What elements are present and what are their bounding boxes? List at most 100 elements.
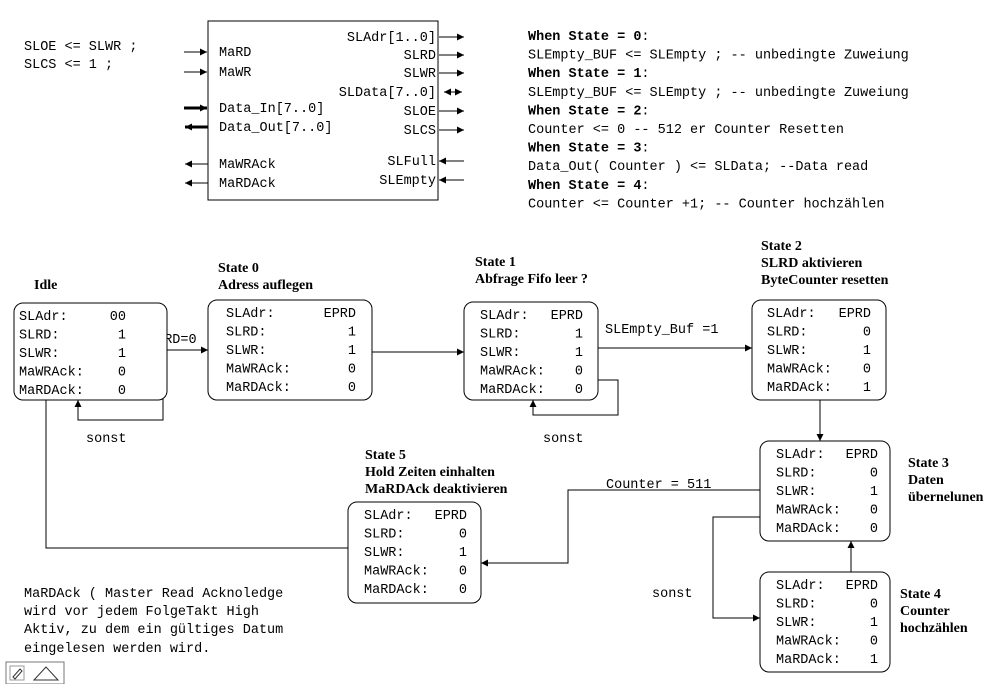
state-field-value: 1 xyxy=(348,344,356,359)
state-field-label: SLRD: xyxy=(19,329,60,344)
block-pin-right: SLFull xyxy=(387,155,436,170)
state-field-value: EPRD xyxy=(839,307,871,322)
state-field-value: 00 xyxy=(110,310,126,325)
state-field-label: MaWRAck: xyxy=(776,504,841,519)
state-title: State 3 xyxy=(908,456,949,471)
code-line: SLEmpty_BUF <= SLEmpty ; -- unbedingte Z… xyxy=(528,49,909,64)
state-field-value: 0 xyxy=(870,467,878,482)
state-field-label: SLRD: xyxy=(364,528,405,543)
code-line: When State = 4: xyxy=(528,179,650,194)
code-line: When State = 1: xyxy=(528,67,650,82)
state-field-label: SLWR: xyxy=(19,347,60,362)
block-pin-right: SLCS xyxy=(404,124,436,139)
interface-block: MaRDMaWRData_In[7..0]Data_Out[7..0]MaWRA… xyxy=(184,20,464,201)
state-field-value: 0 xyxy=(870,522,878,537)
state-field-label: SLRD: xyxy=(776,598,817,613)
block-pin-left: Data_Out[7..0] xyxy=(219,121,332,136)
state-field-value: 0 xyxy=(575,383,583,398)
block-pin-left: MaRD xyxy=(219,46,251,61)
state-field-label: MaRDAck: xyxy=(19,384,84,399)
state-field-value: 0 xyxy=(348,363,356,378)
state-field-label: SLAdr: xyxy=(776,579,825,594)
state-field-value: EPRD xyxy=(551,309,583,324)
state-field-label: SLRD: xyxy=(480,328,521,343)
block-pin-left: MaWRAck xyxy=(219,158,276,173)
state-field-label: MaRDAck: xyxy=(767,381,832,396)
state-field-value: 0 xyxy=(459,583,467,598)
state-title: State 2 xyxy=(761,239,802,254)
state-field-value: 1 xyxy=(118,329,126,344)
label-s3-sonst: sonst xyxy=(652,587,693,602)
state-field-label: SLAdr: xyxy=(19,310,68,325)
pen-icon[interactable] xyxy=(9,665,25,681)
state-title: Daten xyxy=(908,473,944,488)
state-field-value: EPRD xyxy=(324,307,356,322)
state-field-value: 1 xyxy=(575,346,583,361)
block-pin-left: MaRDAck xyxy=(219,177,276,192)
state-field-label: SLWR: xyxy=(767,344,808,359)
state-s4: State 4CounterhochzählenSLAdr:EPRDSLRD:0… xyxy=(759,571,968,673)
code-line: Counter <= 0 -- 512 er Counter Resetten xyxy=(528,123,844,138)
label-slempty-buf: SLEmpty_Buf =1 xyxy=(605,323,718,338)
state-field-value: 1 xyxy=(863,381,871,396)
state-title: Adress auflegen xyxy=(218,278,313,293)
code-line: Data_Out( Counter ) <= SLData; --Data re… xyxy=(528,160,868,175)
state-field-label: MaWRAck: xyxy=(480,365,545,380)
triangle-shape-icon[interactable] xyxy=(32,666,60,681)
assignment-slcs: SLCS <= 1 ; xyxy=(24,58,113,73)
state-field-value: 1 xyxy=(118,347,126,362)
state-title: State 0 xyxy=(218,261,259,276)
state-title: SLRD aktivieren xyxy=(761,256,862,271)
arrow-s3-to-s5 xyxy=(481,489,760,567)
state-field-label: SLWR: xyxy=(364,546,405,561)
state-field-value: EPRD xyxy=(846,448,878,463)
code-line: When State = 0: xyxy=(528,30,650,45)
state-field-label: SLWR: xyxy=(776,616,817,631)
state-title: übernelunen xyxy=(908,490,984,505)
drawing-toolbar[interactable] xyxy=(5,661,65,684)
note-line: eingelesen werden wird. xyxy=(24,642,210,657)
state-field-label: SLWR: xyxy=(226,344,267,359)
state-idle: IdleSLAdr:00SLRD:1SLWR:1MaWRAck:0MaRDAck… xyxy=(13,278,168,401)
note-line: Aktiv, zu dem ein gültiges Datum xyxy=(24,623,283,638)
block-pin-right: SLEmpty xyxy=(379,174,436,189)
state-title: State 5 xyxy=(365,448,406,463)
state-field-value: 0 xyxy=(870,635,878,650)
code-line: When State = 2: xyxy=(528,104,650,119)
label-counter-511: Counter = 511 xyxy=(606,478,711,493)
state-field-label: MaRDAck: xyxy=(364,583,429,598)
state-field-value: 0 xyxy=(118,366,126,381)
state-field-label: SLAdr: xyxy=(226,307,275,322)
state-field-value: 0 xyxy=(575,365,583,380)
label-s1-sonst: sonst xyxy=(543,432,584,447)
assignment-sloe: SLOE <= SLWR ; xyxy=(24,40,137,55)
code-line: When State = 3: xyxy=(528,142,650,157)
state-field-label: MaWRAck: xyxy=(776,635,841,650)
state-field-value: EPRD xyxy=(435,509,467,524)
state-field-label: SLAdr: xyxy=(480,309,529,324)
state-field-value: 1 xyxy=(863,344,871,359)
arrow-s1-self xyxy=(529,379,619,416)
state-field-value: 0 xyxy=(459,565,467,580)
state-s3: State 3DatenübernelunenSLAdr:EPRDSLRD:0S… xyxy=(759,440,984,542)
state-field-value: 1 xyxy=(870,653,878,668)
state-field-label: SLRD: xyxy=(767,326,808,341)
label-idle-sonst: sonst xyxy=(86,432,127,447)
state-title: Abfrage Fifo leer ? xyxy=(475,272,588,287)
code-line: Counter <= Counter +1; -- Counter hochzä… xyxy=(528,197,884,212)
state-field-value: 0 xyxy=(870,598,878,613)
state-field-value: 0 xyxy=(459,528,467,543)
state-field-value: 0 xyxy=(348,381,356,396)
state-field-label: MaRDAck: xyxy=(226,381,291,396)
state-field-value: 1 xyxy=(348,326,356,341)
block-pin-right: SLOE xyxy=(404,105,436,120)
state-field-label: MaRDAck: xyxy=(776,653,841,668)
state-field-label: MaWRAck: xyxy=(364,565,429,580)
state-field-label: MaRDAck: xyxy=(776,522,841,537)
arrow-s5-to-idle xyxy=(42,388,348,549)
state-field-label: SLAdr: xyxy=(767,307,816,322)
state-title: Hold Zeiten einhalten xyxy=(365,465,495,480)
